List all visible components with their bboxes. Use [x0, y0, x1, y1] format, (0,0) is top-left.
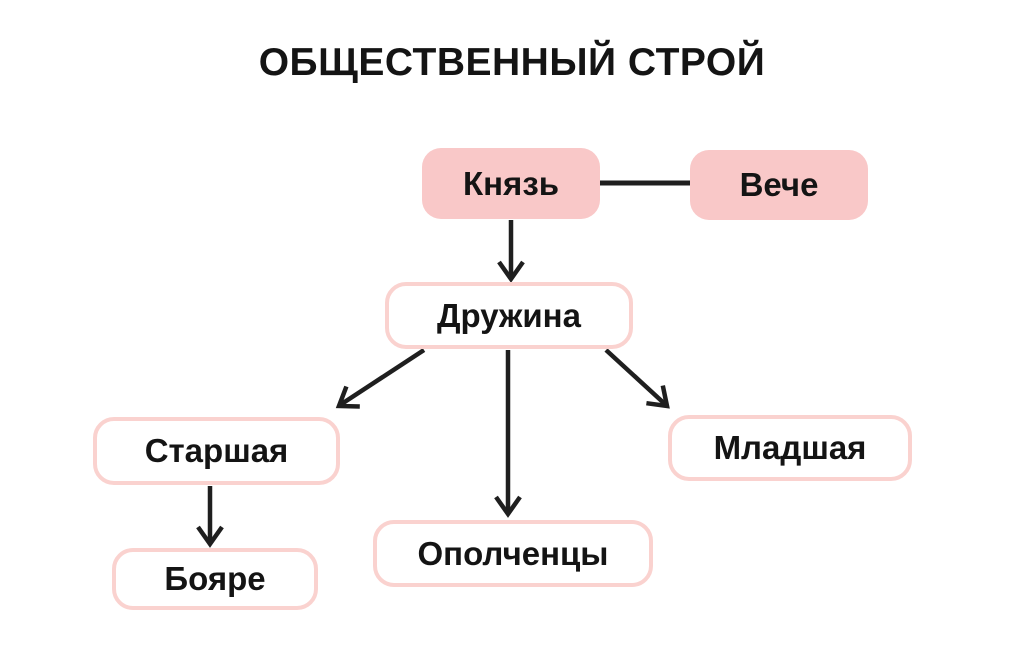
node-knyaz: Князь [422, 148, 600, 219]
node-boyare: Бояре [112, 548, 318, 610]
arrowhead-knyaz-druzhina [497, 260, 525, 283]
diagram-title: ОБЩЕСТВЕННЫЙ СТРОЙ [258, 41, 766, 84]
node-veche: Вече [690, 150, 868, 220]
node-opolchentsy: Ополченцы [373, 520, 653, 587]
node-druzhina: Дружина [385, 282, 633, 349]
node-mladshaya: Младшая [668, 415, 912, 481]
arrow-druzhina-starshaya [338, 348, 426, 407]
arrowhead-starshaya-boyare [196, 525, 224, 548]
arrow-druzhina-mladshaya [604, 348, 668, 407]
arrowhead-druzhina-mladshaya [646, 385, 670, 409]
arrowhead-druzhina-opolchentsy [494, 495, 522, 518]
node-starshaya: Старшая [93, 417, 340, 485]
arrowhead-druzhina-starshaya [335, 385, 360, 409]
